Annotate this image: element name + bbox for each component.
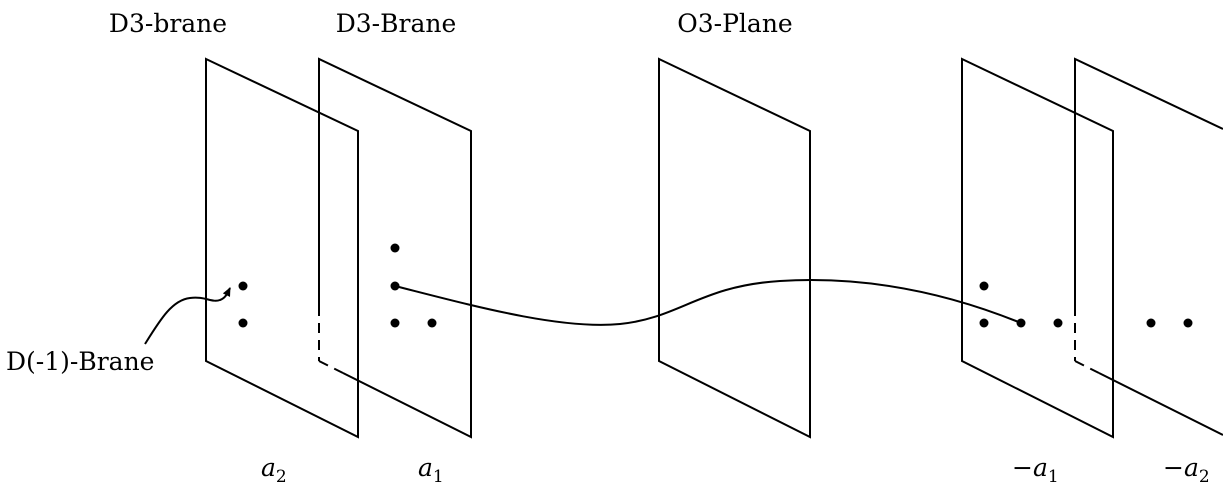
d-instantons-a1 — [390, 243, 437, 328]
instanton-dot — [979, 281, 989, 291]
instanton-dot — [238, 281, 248, 291]
o3-plane-label: O3-Plane — [677, 9, 792, 38]
instanton-dot — [390, 243, 400, 253]
position-label-a1: a1 — [418, 453, 444, 487]
instanton-dot — [1146, 318, 1156, 328]
d3-brane-a2 — [205, 57, 359, 439]
d3-brane-label-left: D3-brane — [109, 9, 227, 38]
instanton-dot — [1053, 318, 1063, 328]
d3-brane-neg-a2 — [1074, 57, 1223, 306]
instanton-dot — [427, 318, 437, 328]
instanton-dot — [979, 318, 989, 328]
d3-brane-label-right: D3-Brane — [336, 9, 457, 38]
instanton-dot — [390, 281, 400, 291]
instanton-dot — [238, 318, 248, 328]
position-label-a2: a2 — [261, 453, 287, 487]
o3-plane — [658, 57, 811, 439]
d-instantons-a2 — [238, 281, 248, 328]
d3-brane-neg-a2-bottom — [1098, 372, 1223, 436]
instanton-dot — [390, 318, 400, 328]
d3-brane-neg-a1 — [961, 57, 1114, 439]
d3-brane-a1 — [318, 57, 472, 439]
pointer-arrow — [144, 287, 231, 345]
d-instantons-neg-a1 — [979, 281, 1063, 328]
d3-brane-neg-a2-hidden-edge-bottom — [1074, 360, 1100, 374]
d3-brane-a1-hidden-edge-bottom — [318, 360, 344, 374]
d-instantons-neg-a2 — [1146, 318, 1193, 328]
open-string — [394, 279, 1022, 326]
position-label-neg-a1: −a1 — [1012, 453, 1059, 487]
instanton-dot — [1183, 318, 1193, 328]
instanton-dot — [1016, 318, 1026, 328]
d-minus-one-brane-label: D(-1)-Brane — [6, 347, 154, 376]
position-label-neg-a2: −a2 — [1163, 453, 1210, 487]
